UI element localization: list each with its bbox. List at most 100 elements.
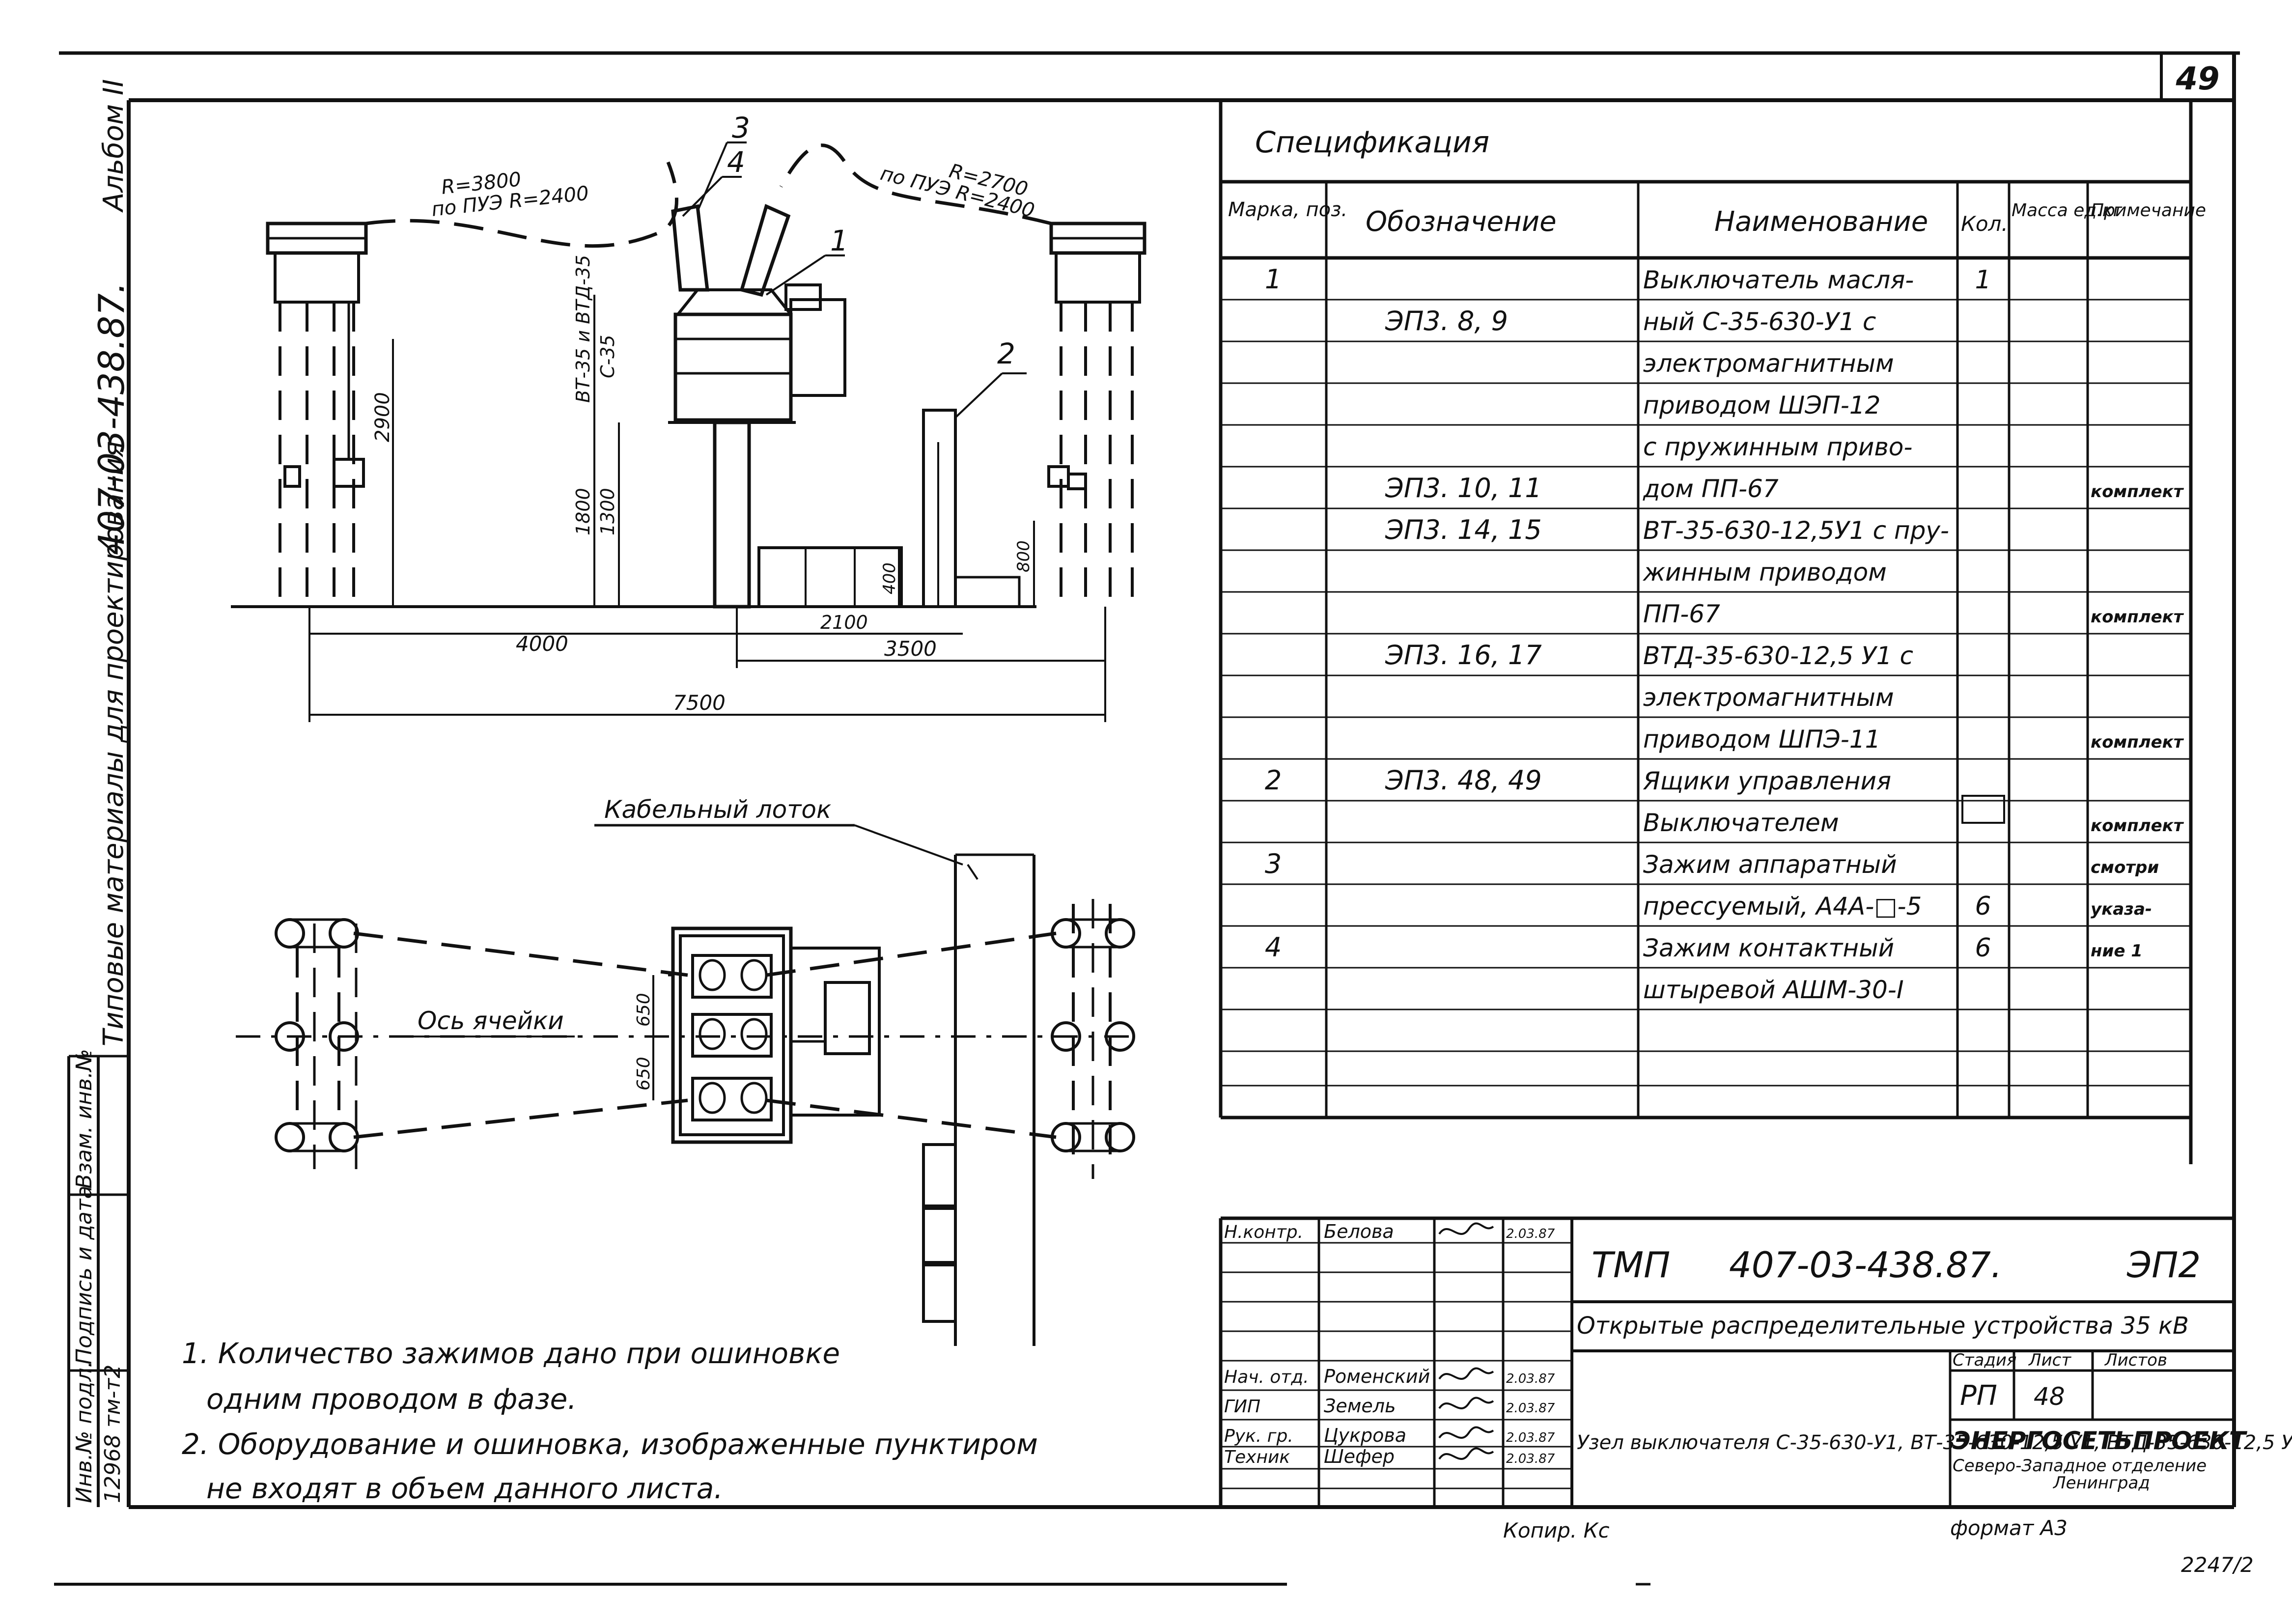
tb-person-date-1: 2.03.87 [1506,1372,1555,1386]
tb-stage: РП [1960,1380,1997,1412]
tb-person-role-1: Нач. отд. [1224,1367,1309,1387]
spec-cell-r10-c2: электромагнитным [1643,683,1894,712]
tb-project-title: Открытые распределительные устройства 35… [1577,1312,2189,1340]
callout-1: 1 [830,224,848,257]
album-label: Альбом II [98,79,130,213]
dim-3500: 3500 [884,637,937,661]
tb-stage-header: Стадия [1953,1350,2016,1370]
series-title: Типовые материалы для проектирования [98,441,130,1046]
spec-cell-r16-c3: 6 [1975,933,1991,963]
spec-cell-r12-c2: Ящики управления [1643,767,1891,795]
right-sag-wire [779,143,1052,225]
dim-7500: 7500 [673,691,726,715]
dim-1800: 1800 [572,488,594,535]
spec-cell-r14-c0: 3 [1265,848,1282,879]
signature-0 [1438,1222,1494,1235]
spec-header-note: Примечание [2091,200,2206,221]
spec-cell-r14-c2: Зажим аппаратный [1643,850,1897,879]
spec-cell-r13-c5: комплект [2091,816,2184,836]
tb-company: ЭНЕРГОСЕТЬПРОЕКТ [1953,1427,2248,1455]
spec-cell-r7-c2: жинным приводом [1643,558,1887,587]
side-strip [67,1055,129,1507]
tb-doc-number: 407-03-438.87. [1729,1244,2002,1286]
spec-cell-r5-c2: дом ПП-67 [1643,475,1779,503]
left-portal [266,222,368,607]
spec-cell-r6-c1: ЭП3. 14, 15 [1385,514,1542,545]
spec-cell-r1-c2: ный С-35-630-У1 с [1643,308,1876,336]
note-1-line-2: одним проводом в фазе. [206,1382,577,1416]
left-sag-wire [365,161,678,248]
dim-800: 800 [1014,540,1034,572]
plan-view [236,824,1140,1346]
sheet-number: 49 [2175,61,2219,97]
signature-2 [1438,1397,1494,1409]
stamp-inv-original: Инв.№ подл. [72,1361,97,1503]
tb-org-code: ТМП [1592,1244,1670,1286]
dim-650b: 650 [634,1057,654,1091]
elevation-view [231,141,1146,722]
signature-4 [1438,1447,1494,1460]
spec-cell-r0-c0: 1 [1265,264,1282,295]
spec-title: Спецификация [1255,125,1489,160]
spec-header-qty: Кол. [1961,212,2008,236]
dim-c35: С-35 [597,335,618,378]
spec-cell-r9-c1: ЭП3. 16, 17 [1385,640,1542,671]
tb-sheet-code: ЭП2 [2126,1244,2201,1286]
spec-cell-r16-c5: ние 1 [2091,941,2143,961]
spec-cell-r11-c2: приводом ШПЭ-11 [1643,725,1880,754]
spec-cell-r15-c5: указа- [2091,899,2152,919]
tb-person-role-0: Н.контр. [1224,1222,1303,1242]
dim-4000: 4000 [516,632,568,656]
tb-city: Ленинград [2052,1473,2150,1493]
sheet-frame [54,51,2240,1586]
spec-cell-r12-c0: 2 [1265,765,1282,796]
spec-cell-r9-c2: ВТД-35-630-12,5 У1 с [1643,642,1913,670]
tb-person-role-4: Техник [1224,1447,1290,1467]
spec-cell-r16-c0: 4 [1265,932,1282,963]
cable-tray-label: Кабельный лоток [604,795,831,824]
tb-person-name-3: Цукрова [1324,1425,1406,1446]
spec-cell-r1-c1: ЭП3. 8, 9 [1385,306,1508,336]
dim-1300: 1300 [597,488,618,535]
control-box [757,409,1021,608]
spec-cell-r5-c1: ЭП3. 10, 11 [1385,473,1542,504]
inv-value: 12968 тм-т2 [100,1365,125,1503]
spec-cell-r6-c2: ВТ-35-630-12,5У1 с пру- [1643,516,1949,545]
signature-1 [1438,1367,1494,1380]
tb-person-name-4: Шефер [1324,1446,1395,1467]
spec-cell-r11-c5: комплект [2091,732,2184,752]
tb-sheet: 48 [2034,1382,2065,1411]
spec-table-frame [1219,100,2193,1164]
note-2-line-2: не входят в объем данного листа. [206,1472,723,1505]
callout-2: 2 [997,337,1015,370]
spec-cell-r2-c2: электромагнитным [1643,349,1894,378]
spec-cell-r8-c5: комплект [2091,607,2184,627]
spec-cell-r16-c2: Зажим контактный [1643,934,1894,962]
tb-sheet-header: Лист [2028,1350,2071,1370]
spec-header-designation: Обозначение [1366,206,1557,238]
spec-cell-r12-c1: ЭП3. 48, 49 [1385,765,1542,796]
circuit-breaker [668,204,846,609]
note-2-line-1: 2. Оборудование и ошиновка, изображенные… [182,1428,1038,1461]
spec-cell-r15-c2: прессуемый, А4А-□-5 [1643,892,1922,921]
spec-cell-r13-c2: Выключателем [1643,809,1839,837]
tb-drawing-title-text: Узел выключателя С-35-630-У1, ВТ-35-630-… [1577,1431,2292,1454]
tb-person-name-1: Роменский [1324,1366,1430,1387]
spec-header-mass: Масса ед.кг [2012,200,2123,221]
dim-2900: 2900 [371,392,394,442]
tb-person-date-0: 2.03.87 [1506,1227,1555,1241]
spec-cell-r0-c3: 1 [1975,265,1991,295]
spec-cell-r8-c2: ПП-67 [1643,600,1720,628]
tb-drawing-title: Узел выключателя С-35-630-У1, ВТ-35-630-… [1577,1431,2292,1454]
tb-person-date-2: 2.03.87 [1506,1401,1555,1416]
spec-cell-r3-c2: приводом ШЭП-12 [1643,391,1880,420]
format-label: формат А3 [1950,1516,2068,1540]
cell-axis-label: Ось ячейки [418,1007,564,1035]
tb-sheets-header: Листов [2104,1350,2167,1370]
spec-cell-r5-c5: комплект [2091,482,2184,502]
bottom-right-code: 2247/2 [2181,1553,2254,1577]
dim-650a: 650 [634,993,654,1027]
